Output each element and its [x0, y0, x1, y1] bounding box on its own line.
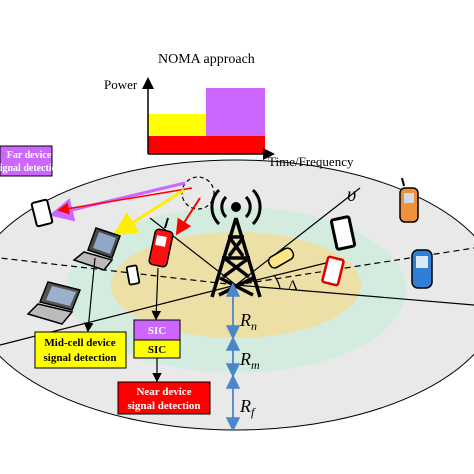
near-device-box [117, 381, 211, 415]
upsilon-label: υ [347, 184, 356, 206]
radius-mid-label: Rm [239, 349, 260, 372]
sic-bottom-label: SIC [148, 344, 166, 356]
tower-antenna-waves-icon [210, 188, 262, 226]
noma-x-axis-label: Time/Frequency [268, 154, 354, 169]
delta-label: Δ [288, 278, 298, 294]
radius-far-label: Rf [239, 396, 256, 419]
far-device-label-line1: Far device [7, 150, 52, 161]
noma-violet-bar [206, 88, 265, 136]
noma-power-chart: NOMA approach Power Time/Frequency [104, 52, 354, 169]
near-device-label-line1: Near device [136, 386, 191, 398]
red-tablet-icon [321, 255, 345, 287]
noma-yellow-bar [148, 114, 206, 136]
noma-y-axis-label: Power [104, 77, 138, 92]
sic-top-label: SIC [148, 325, 166, 337]
far-device-box [0, 145, 53, 177]
noma-chart-title: NOMA approach [158, 52, 255, 67]
small-tablet-icon [125, 264, 141, 286]
yellow-signal-arrow [112, 188, 185, 236]
far-device-label-line2: signal detection [0, 163, 63, 174]
angle-arc [273, 274, 281, 289]
red-direct-arrow [175, 197, 201, 236]
laptop-icon [72, 227, 121, 271]
violet-signal-arrow [49, 181, 186, 222]
black-tablet-icon [329, 215, 357, 251]
red-phone-icon [148, 217, 174, 268]
yellow-phone-icon [267, 247, 295, 269]
blue-phone-icon [411, 249, 433, 289]
mid-device-box [34, 331, 127, 369]
mid-device-label-line2: signal detection [43, 352, 116, 364]
mid-device-label-line1: Mid-cell device [44, 337, 115, 349]
red-signal-arrow [57, 187, 193, 215]
dashed-sector-lines [0, 247, 474, 286]
orange-phone-icon [399, 177, 419, 223]
mid-device-pointer [83, 257, 96, 333]
radius-near-label: Rn [239, 310, 257, 333]
near-device-label-line2: signal detection [127, 400, 200, 412]
laptop-far-icon [26, 281, 82, 325]
sic-pointer [151, 267, 162, 321]
far-tablet-icon [30, 198, 54, 228]
noma-red-bar [148, 136, 265, 154]
